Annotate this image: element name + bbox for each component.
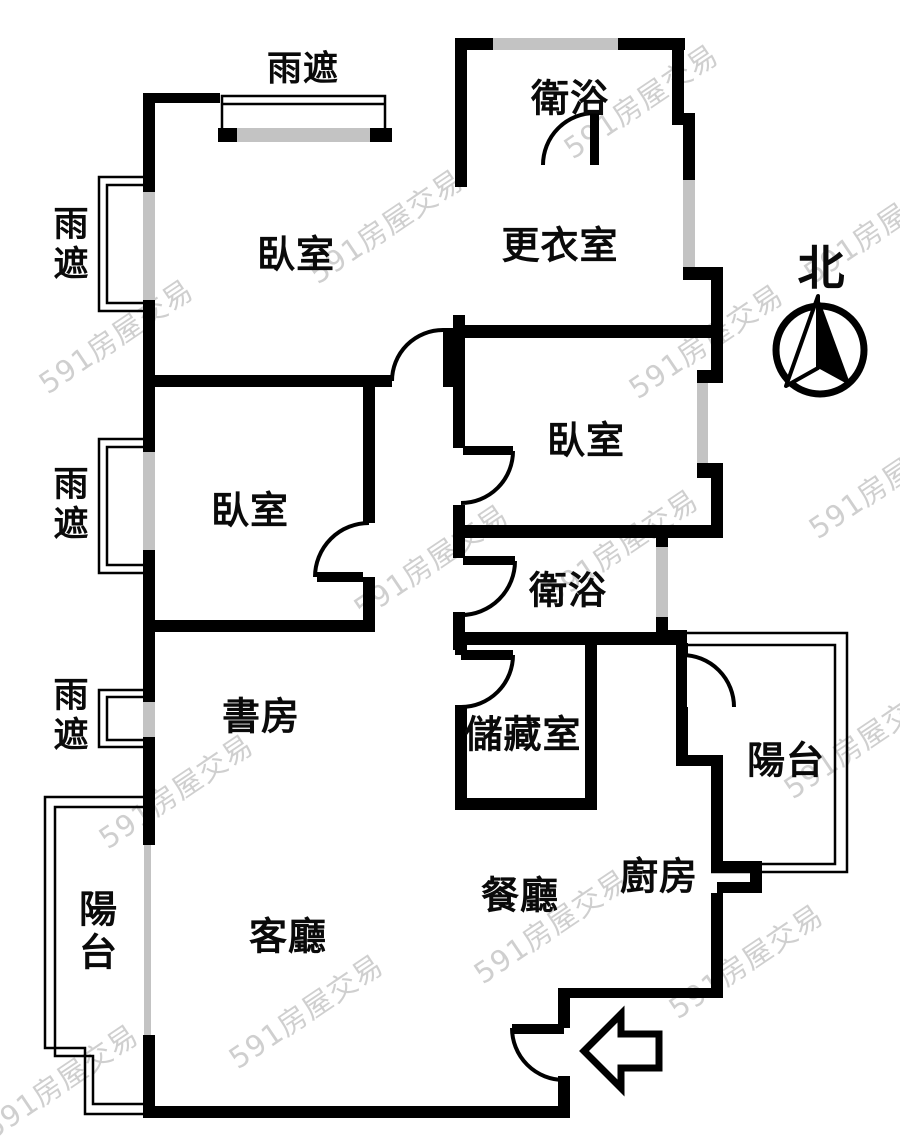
label-canopy-top: 雨遮 [266, 49, 340, 90]
canopy-left-lower-outline [97, 688, 143, 749]
label-bedroom-right: 臥室 [546, 418, 626, 463]
door-arcs [313, 111, 736, 1082]
label-study: 書房 [221, 694, 301, 739]
label-canopy-left-lower: 雨遮 [53, 676, 89, 756]
canopy-top-outline [220, 94, 387, 132]
label-canopy-left-upper: 雨遮 [53, 205, 89, 285]
balcony-left-outline [43, 795, 143, 1116]
label-bathroom-mid: 衛浴 [528, 568, 608, 613]
label-balcony-left: 陽台 [78, 887, 117, 975]
label-storage: 儲藏室 [464, 712, 582, 757]
label-bathroom-top: 衛浴 [530, 76, 610, 121]
entry-arrow-icon [579, 1005, 663, 1097]
label-balcony-right: 陽台 [746, 738, 826, 783]
label-north: 北 [797, 241, 845, 297]
balcony-outlines [43, 631, 849, 1116]
label-bedroom-mid-left: 臥室 [210, 488, 290, 533]
label-bedroom-top-left: 臥室 [256, 232, 336, 277]
canopy-left-middle-outline [97, 437, 143, 575]
compass-icon [772, 294, 868, 398]
canopy-left-upper-outline [97, 175, 143, 313]
label-living-room: 客廳 [248, 914, 328, 959]
balcony-right-outline [687, 631, 849, 874]
label-walk-in-closet: 更衣室 [501, 223, 619, 268]
label-kitchen: 廚房 [619, 854, 699, 899]
rain-canopy-outlines [97, 94, 387, 749]
label-canopy-left-middle: 雨遮 [53, 465, 89, 545]
label-dining-room: 餐廳 [480, 873, 560, 918]
